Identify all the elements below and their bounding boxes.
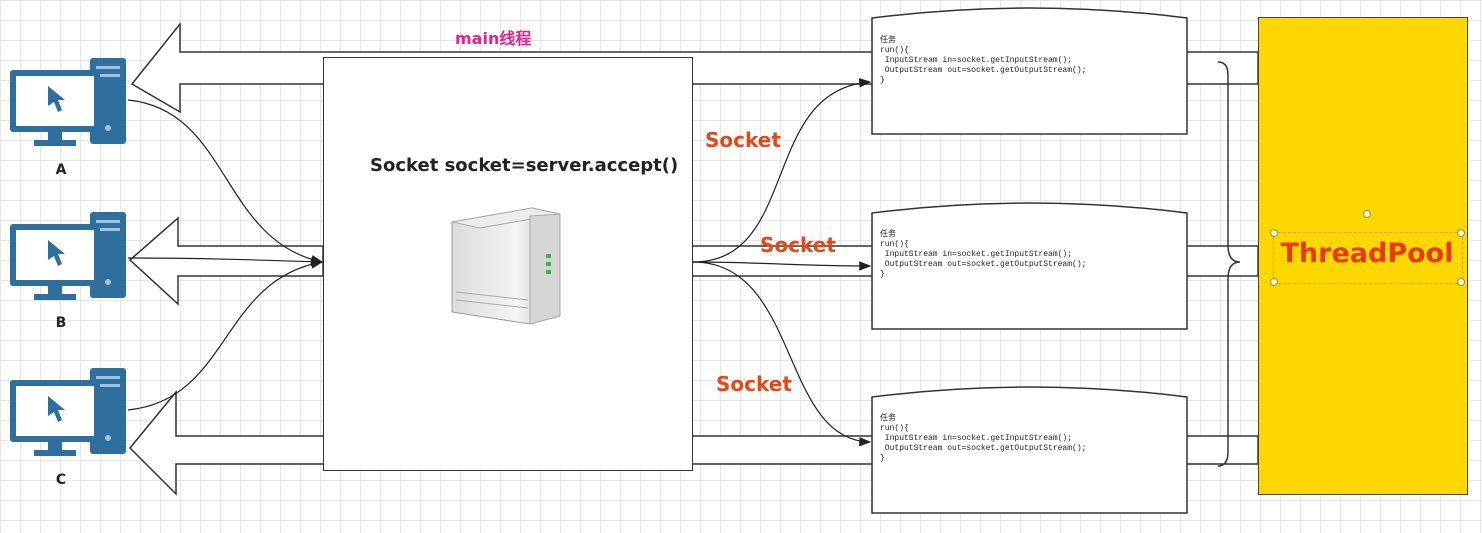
- task-box-2: [871, 202, 1188, 330]
- computer-icon: [10, 58, 126, 146]
- socket-connections: [692, 78, 872, 447]
- thread-pool-label: ThreadPool: [1280, 238, 1454, 269]
- brace: [1217, 61, 1241, 467]
- selection-handle[interactable]: [1270, 229, 1278, 237]
- accept-call-label: Socket socket=server.accept(): [370, 155, 679, 176]
- selection-handle[interactable]: [1270, 278, 1278, 286]
- rotate-handle[interactable]: [1363, 210, 1371, 218]
- computer-icon: [10, 368, 126, 456]
- client-label-b: B: [55, 315, 67, 331]
- client-label-c: C: [55, 472, 67, 488]
- task-box-3: [871, 386, 1188, 514]
- socket-label-3: Socket: [716, 372, 792, 396]
- client-label-a: A: [55, 162, 67, 178]
- selection-handle[interactable]: [1457, 229, 1465, 237]
- thread-pool-box: [1258, 17, 1468, 495]
- socket-label-1: Socket: [705, 128, 781, 152]
- socket-label-2: Socket: [760, 233, 836, 257]
- task-code-3: 任务 run(){ InputStream in=socket.getInput…: [880, 414, 1087, 463]
- selection-handle[interactable]: [1457, 278, 1465, 286]
- computer-icon: [10, 212, 126, 300]
- task-code-2: 任务 run(){ InputStream in=socket.getInput…: [880, 230, 1087, 279]
- main-thread-label: main线程: [455, 29, 532, 48]
- task-code-1: 任务 run(){ InputStream in=socket.getInput…: [880, 36, 1087, 85]
- thread-pool-selection: [1273, 232, 1463, 284]
- server-box: [323, 57, 693, 471]
- server-icon: [451, 207, 561, 325]
- client-connections: [127, 99, 324, 411]
- task-box-1: [871, 7, 1188, 135]
